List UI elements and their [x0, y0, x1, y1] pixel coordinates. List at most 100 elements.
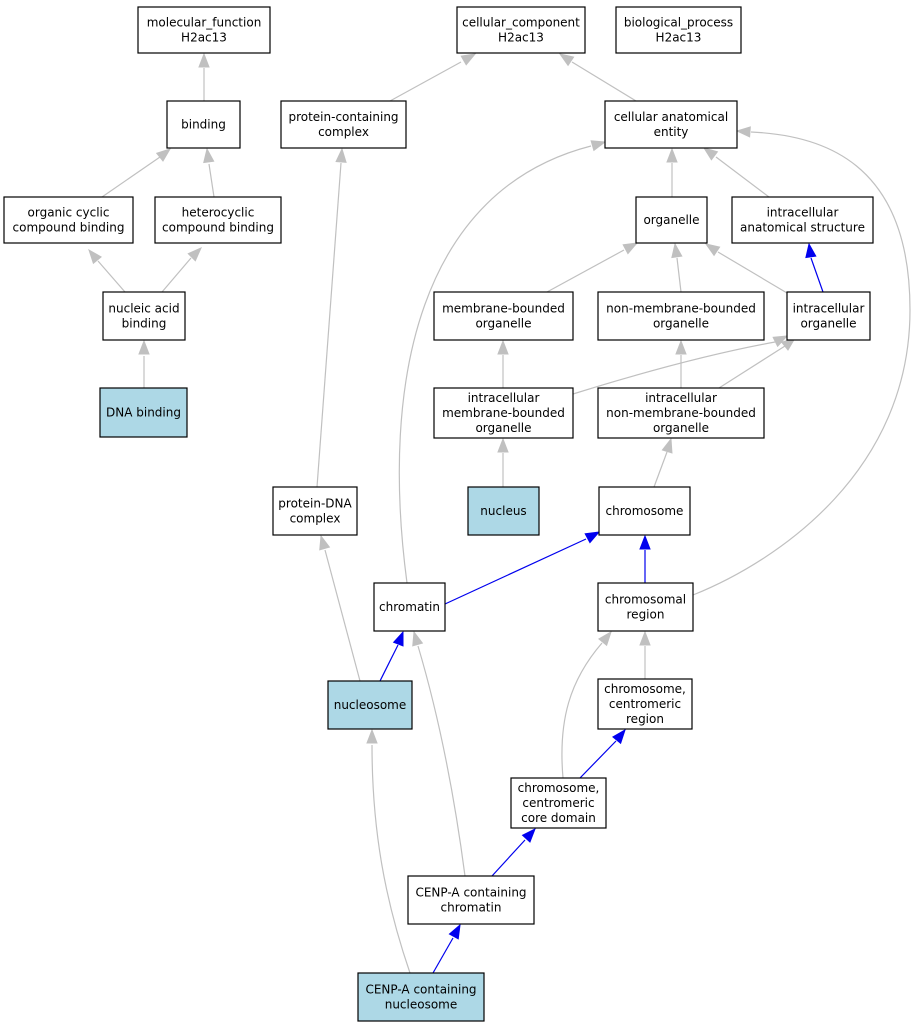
- edge-is-a-dna-binding-to-nucleic-acid-binding: [138, 339, 150, 388]
- node-label-line: CENP-A containing: [365, 983, 476, 997]
- edge-is-a-nucleus-to-intracellular-membrane-bounded-organelle: [497, 437, 509, 487]
- node-label-line: H2ac13: [656, 31, 702, 45]
- arrowhead: [584, 531, 601, 544]
- node-box[interactable]: [327, 680, 413, 730]
- node-label-line: biological_process: [624, 16, 733, 30]
- node-box[interactable]: [467, 486, 540, 536]
- node-box[interactable]: [604, 100, 738, 149]
- node-box[interactable]: [635, 196, 708, 244]
- edge-is-a-organelle-to-cellular-anatomical-entity: [666, 147, 678, 197]
- arrowhead: [497, 339, 509, 355]
- arrowhead: [521, 827, 536, 843]
- node-chromosome[interactable]: chromosome: [598, 486, 691, 536]
- node-label-line: binding: [122, 317, 167, 331]
- node-box[interactable]: [272, 486, 358, 536]
- node-box[interactable]: [510, 777, 607, 829]
- edge-is-a-chromosomal-region-to-cellular-anatomical-entity: [692, 126, 911, 596]
- arrowhead: [661, 437, 673, 454]
- node-box[interactable]: [154, 196, 282, 244]
- node-organelle[interactable]: organelle: [635, 196, 708, 244]
- edge-part-of-nucleosome-to-chromatin: [379, 630, 404, 682]
- node-binding[interactable]: binding: [166, 100, 241, 149]
- node-box[interactable]: [433, 291, 574, 341]
- arrowhead: [675, 339, 687, 355]
- arrowhead: [671, 242, 683, 259]
- arrowhead: [622, 242, 639, 255]
- nodes-layer: molecular_functionH2ac13cellular_compone…: [3, 6, 874, 1022]
- node-box[interactable]: [137, 6, 271, 54]
- node-box[interactable]: [597, 291, 765, 341]
- node-box[interactable]: [373, 582, 446, 632]
- node-box[interactable]: [102, 291, 186, 341]
- node-nucleus[interactable]: nucleus: [467, 486, 540, 536]
- node-box[interactable]: [597, 678, 693, 730]
- arrowhead: [448, 923, 461, 940]
- node-label-line: non-membrane-bounded: [606, 406, 756, 420]
- node-label-line: chromosome: [606, 504, 684, 518]
- node-box[interactable]: [456, 6, 586, 54]
- node-label-line: heterocyclic: [182, 206, 255, 220]
- node-box[interactable]: [99, 387, 188, 438]
- node-label-line: intracellular: [645, 391, 717, 405]
- node-box[interactable]: [731, 196, 874, 244]
- node-dna-binding[interactable]: DNA binding: [99, 387, 188, 438]
- edge-is-a-intracellular-anatomical-structure-to-cellular-anatomical-entity: [702, 147, 770, 198]
- node-box[interactable]: [433, 387, 574, 439]
- edge-line: [324, 549, 361, 682]
- edge-line: [491, 839, 526, 877]
- node-label-line: nucleosome: [334, 698, 407, 712]
- edge-line: [676, 257, 682, 293]
- edge-line: [208, 163, 215, 198]
- node-box[interactable]: [3, 196, 134, 244]
- node-box[interactable]: [598, 486, 691, 536]
- node-chromatin[interactable]: chromatin: [373, 582, 446, 632]
- arrowhead: [805, 242, 817, 259]
- node-label-line: compound binding: [13, 221, 125, 235]
- node-box[interactable]: [786, 291, 871, 341]
- node-label-line: entity: [654, 125, 689, 139]
- edge-line: [101, 156, 161, 198]
- node-label-line: nucleus: [480, 504, 526, 518]
- edge-is-a-cenp-a-containing-chromatin-to-chromatin: [412, 630, 466, 877]
- node-box[interactable]: [280, 100, 407, 149]
- arrowhead: [203, 147, 215, 164]
- node-box[interactable]: [166, 100, 241, 149]
- edge-is-a-cellular-anatomical-entity-to-cellular-component: [558, 53, 637, 102]
- node-box[interactable]: [407, 875, 535, 925]
- arrowhead: [366, 728, 378, 744]
- node-label-line: organelle: [800, 317, 856, 331]
- node-box[interactable]: [597, 582, 694, 632]
- node-nucleosome[interactable]: nucleosome: [327, 680, 413, 730]
- node-label-line: cellular anatomical: [614, 110, 728, 124]
- edge-part-of-cenp-a-containing-nucleosome-to-cenp-a-containing-chromatin: [432, 923, 461, 974]
- edge-line: [379, 644, 399, 682]
- node-label-line: molecular_function: [147, 16, 262, 30]
- node-intracellular-non-membrane-bounded-organelle[interactable]: intracellularnon-membrane-boundedorganel…: [597, 387, 765, 439]
- node-box[interactable]: [597, 387, 765, 439]
- node-label-line: binding: [181, 118, 226, 132]
- node-box[interactable]: [357, 972, 485, 1022]
- node-box[interactable]: [615, 6, 742, 54]
- arrowhead: [187, 247, 202, 262]
- edge-is-a-chromosome-centromeric-core-domain-to-chromosomal-region: [561, 630, 612, 779]
